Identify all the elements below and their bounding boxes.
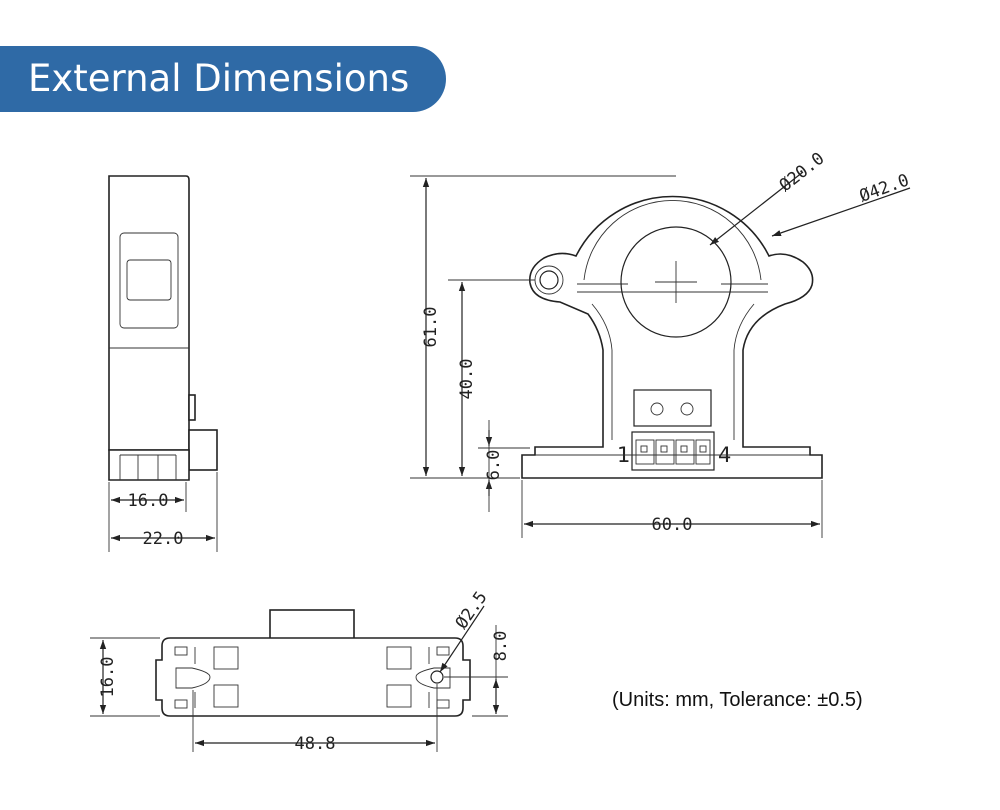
front-view: 1 4 Ø20.0 Ø42.0 61.0 40.0 6.0 60.0	[410, 149, 912, 538]
bottom-dim-hole: Ø2.5	[452, 588, 492, 633]
side-connector	[188, 429, 218, 471]
bottom-connector	[269, 609, 355, 641]
front-dim-outer: Ø42.0	[857, 170, 912, 206]
side-body	[108, 175, 190, 451]
side-clip	[119, 232, 179, 329]
bottom-view: 16.0 Ø2.5 8.0 48.8	[90, 588, 511, 754]
side-view: 16.0 22.0	[108, 175, 218, 552]
mount-hole	[430, 670, 444, 684]
bottom-dim-spacing: 48.8	[295, 734, 336, 754]
ear-hole	[539, 270, 559, 290]
front-dim-hole: Ø20.0	[776, 149, 829, 196]
side-dim-inner: 16.0	[128, 491, 169, 511]
screw-terminal	[633, 389, 712, 427]
side-tab	[188, 394, 196, 421]
title-banner: External Dimensions	[0, 46, 446, 112]
aperture	[620, 226, 732, 338]
front-dim-width: 60.0	[652, 515, 693, 535]
side-base	[108, 449, 190, 481]
side-dim-outer: 22.0	[143, 529, 184, 549]
bottom-dim-depth: 16.0	[98, 657, 118, 698]
bottom-dim-hole-offset: 8.0	[491, 631, 511, 662]
bottom-base	[155, 637, 471, 717]
units-note: (Units: mm, Tolerance: ±0.5)	[612, 689, 863, 711]
page-title: External Dimensions	[28, 57, 410, 100]
front-dim-center-height: 40.0	[457, 359, 477, 400]
front-dim-base: 6.0	[484, 450, 504, 481]
side-clip-inner	[126, 259, 172, 301]
pin-connector	[631, 431, 715, 471]
front-dim-height: 61.0	[421, 307, 441, 348]
